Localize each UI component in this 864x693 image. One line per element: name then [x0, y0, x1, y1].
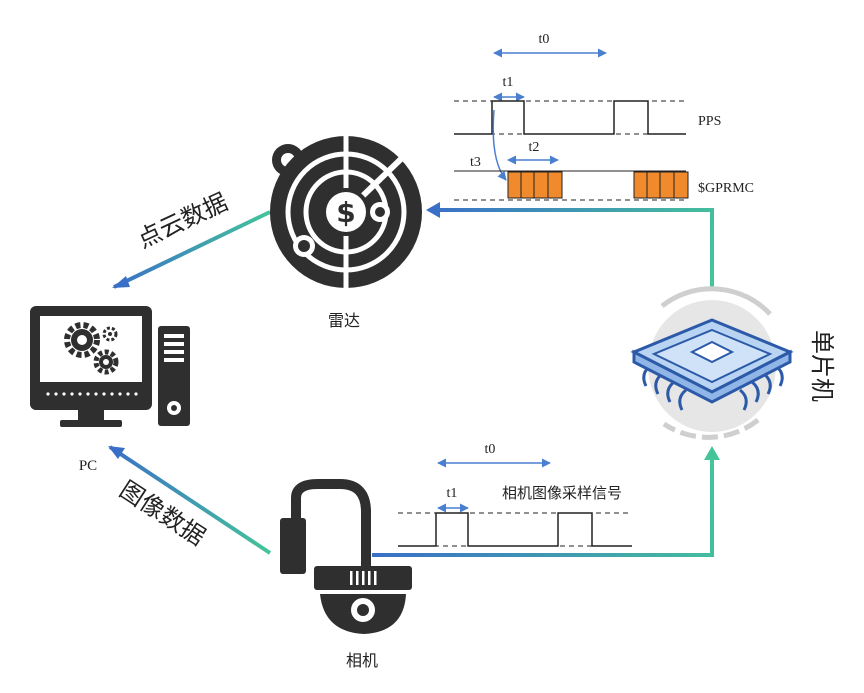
- edge-lidar-to-pc: [112, 210, 271, 289]
- lidar-label: 雷达: [328, 311, 360, 330]
- edge-camera-to-mcu: [372, 446, 720, 557]
- pc-monitor-icon: [30, 306, 152, 427]
- lidar-timing-diagram: t0 t1 PPS t3 t2 $GPRMC: [454, 32, 754, 201]
- camera-t0-label: t0: [485, 442, 496, 457]
- edge-camera-to-pc: [108, 445, 272, 555]
- gprmc-label: $GPRMC: [698, 181, 754, 196]
- pc-label: PC: [79, 458, 97, 474]
- svg-text:$: $: [336, 196, 355, 229]
- lidar-t3-arrow: [492, 109, 507, 181]
- gprmc-block-2: [633, 171, 689, 199]
- lidar-t3-label: t3: [470, 155, 481, 170]
- edge-mcu-to-lidar: [426, 202, 714, 290]
- pc-tower-icon: [158, 326, 190, 426]
- camera-t1-label: t1: [447, 486, 458, 501]
- pps-waveform: [454, 100, 686, 135]
- camera-icon: [280, 479, 412, 634]
- edge-label-image-data: 图像数据: [114, 475, 210, 551]
- lidar-t0-label: t0: [539, 32, 550, 47]
- camera-timing-diagram: t0 t1 相机图像采样信号: [398, 442, 632, 547]
- gear-icon: [64, 322, 119, 375]
- mcu-label: 单片机: [808, 330, 836, 402]
- camera-signal-label: 相机图像采样信号: [502, 484, 622, 502]
- camera-label: 相机: [346, 651, 378, 670]
- gprmc-block-1: [507, 171, 563, 199]
- camera-waveform: [398, 512, 632, 547]
- lidar-icon: $: [270, 134, 422, 290]
- mcu-chip-icon: [630, 286, 794, 440]
- lidar-t2-label: t2: [529, 140, 540, 155]
- edge-label-point-cloud: 点云数据: [133, 188, 232, 254]
- pps-label: PPS: [698, 114, 721, 129]
- lidar-t1-label: t1: [503, 75, 514, 90]
